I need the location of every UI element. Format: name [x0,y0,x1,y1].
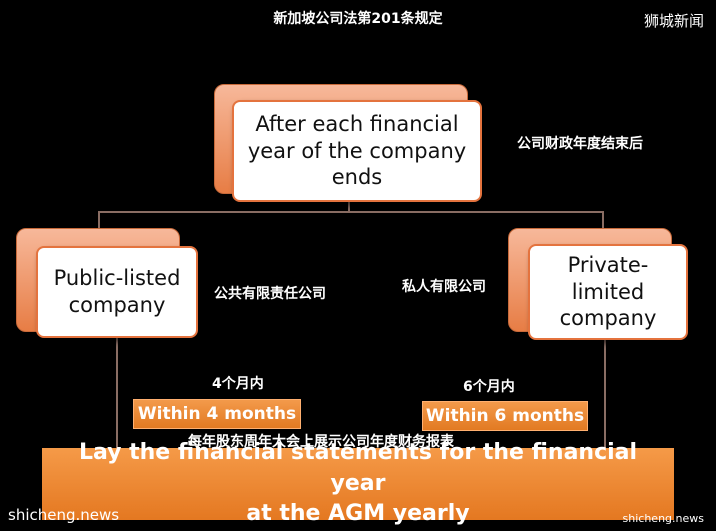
connector-top-vertical [348,200,350,212]
left-box: Public-listed company [36,246,198,338]
watermark-left: shicheng.news [8,506,120,524]
bottom-cn-caption: 每年股东周年大会上展示公司年度财务报表 [188,434,454,450]
left-duration-badge: Within 4 months [133,399,301,429]
top-box: After each financial year of the company… [232,100,482,202]
connector-left-to-bottom [116,330,118,450]
brand-logo-text: 狮城新闻 [643,12,704,30]
connector-right-to-bottom [604,335,606,450]
right-duration-cn: 6个月内 [463,379,515,395]
top-box-cn-label: 公司财政年度结束后 [517,136,643,152]
bottom-box: Lay the financial statements for the fin… [42,440,674,526]
connector-left-down [98,211,100,229]
left-box-cn-label: 公共有限责任公司 [214,286,326,302]
left-duration-cn: 4个月内 [212,376,264,392]
page-title: 新加坡公司法第201条规定 [273,11,443,27]
watermark-right: shicheng.news [622,512,704,525]
connector-right-down [602,211,604,229]
connector-horizontal [98,211,603,213]
right-box-cn-label: 私人有限公司 [402,279,486,295]
right-duration-badge: Within 6 months [422,401,588,431]
right-box: Private- limited company [528,244,688,340]
